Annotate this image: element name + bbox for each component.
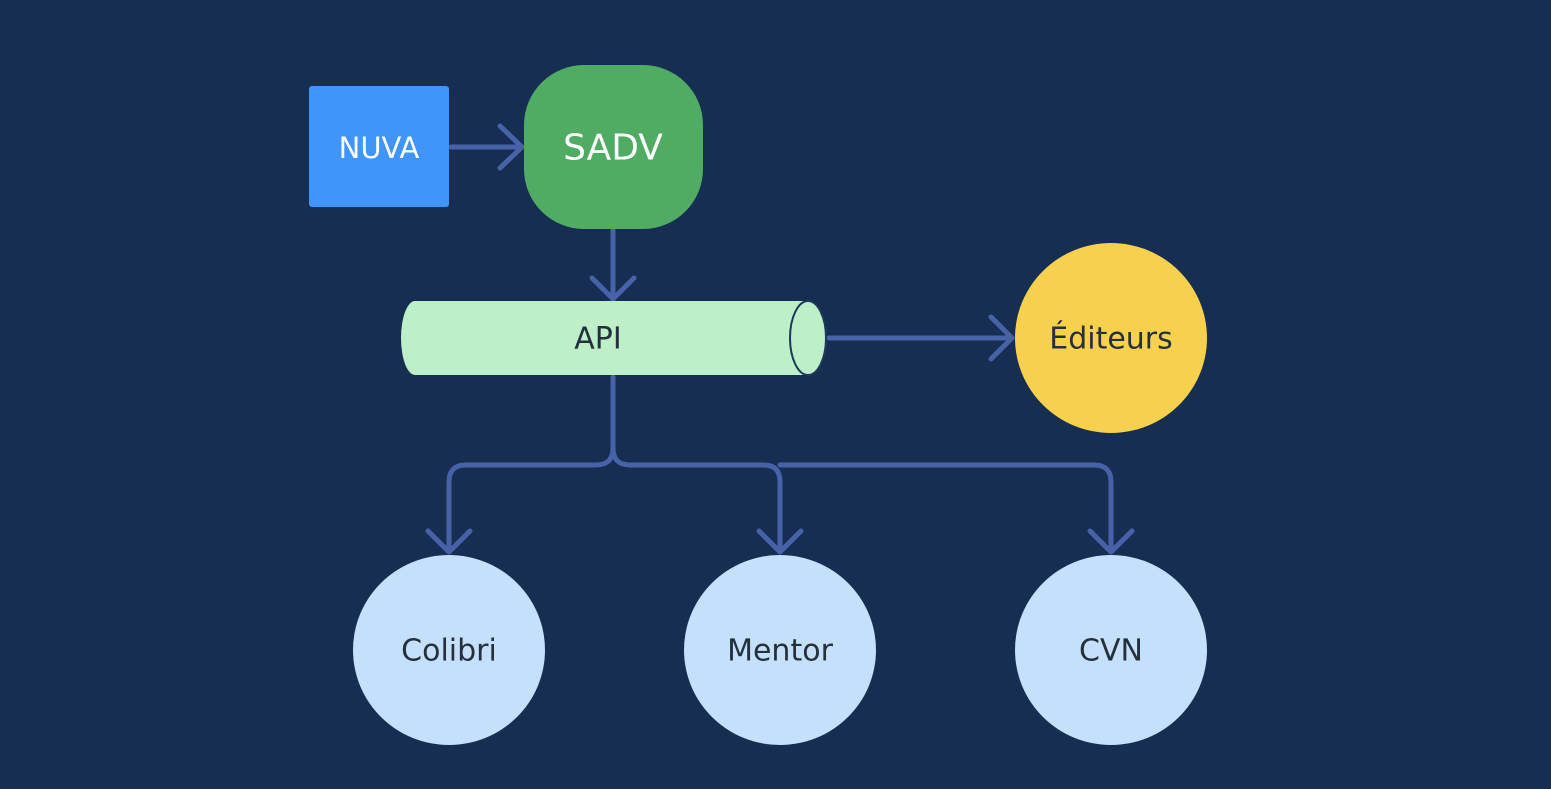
- sadv-label: SADV: [563, 128, 663, 169]
- nuva-box: [309, 86, 449, 207]
- node-cvn: CVN: [1015, 555, 1207, 745]
- sadv-box: [524, 65, 703, 229]
- arrow-api-to-editeurs: [826, 314, 1015, 362]
- api-cylinder-cap: [789, 300, 827, 376]
- connectors: [425, 123, 1135, 555]
- node-mentor: Mentor: [684, 555, 876, 745]
- mentor-circle: [684, 555, 876, 745]
- node-api: API: [401, 300, 827, 376]
- arrow-nuva-to-sadv: [448, 123, 525, 171]
- api-label: API: [574, 322, 621, 357]
- api-cylinder-body: [401, 301, 826, 375]
- arrow-sadv-to-api: [589, 227, 637, 302]
- nuva-label: NUVA: [339, 131, 420, 165]
- node-colibri: Colibri: [353, 555, 545, 745]
- mentor-label: Mentor: [727, 634, 833, 669]
- colibri-label: Colibri: [401, 634, 497, 669]
- node-editeurs: Éditeurs: [1015, 243, 1207, 433]
- editeurs-circle: [1015, 243, 1207, 433]
- cvn-circle: [1015, 555, 1207, 745]
- arrow-api-to-clients: [425, 374, 1135, 555]
- editeurs-label: Éditeurs: [1049, 321, 1173, 357]
- cvn-label: CVN: [1079, 634, 1143, 669]
- colibri-circle: [353, 555, 545, 745]
- node-nuva: NUVA: [309, 86, 449, 207]
- node-sadv: SADV: [524, 65, 703, 229]
